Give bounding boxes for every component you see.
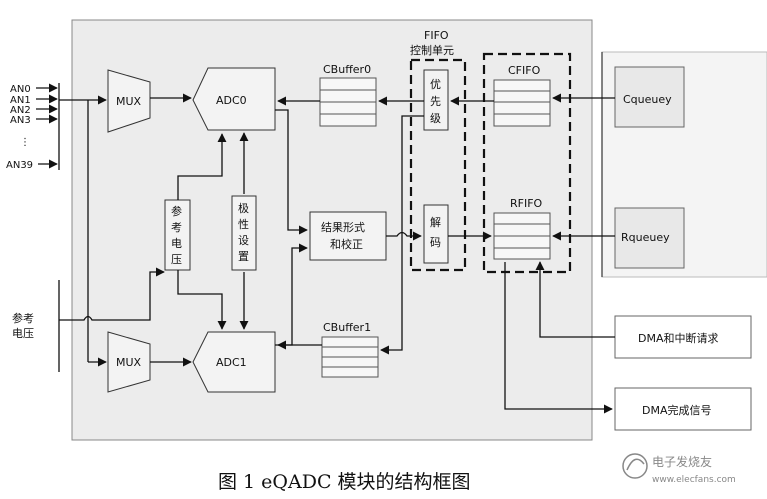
watermark-logo: 电子发烧友 www.elecfans.com — [622, 453, 736, 485]
ref-voltage-char-0: 参 — [171, 204, 182, 218]
label-ref-voltage-1: 参考 — [12, 311, 34, 325]
rqueue-block — [614, 207, 685, 269]
rqueue-label: Rqueuey — [621, 231, 670, 244]
label-an39: AN39 — [6, 160, 33, 171]
label-an1: AN1 — [10, 95, 31, 106]
cbuffer0-label: CBuffer0 — [323, 63, 371, 76]
mux-bottom-label: MUX — [116, 356, 142, 369]
cqueue-block — [614, 66, 685, 128]
ref-voltage-char-3: 压 — [171, 253, 182, 266]
polarity-char-0: 极 — [238, 201, 249, 215]
adc0-block — [192, 67, 276, 131]
ref-voltage-char-2: 电 — [171, 237, 182, 250]
ref-voltage-char-1: 考 — [171, 221, 182, 234]
fifo-ctrl-title-2: 控制单元 — [410, 43, 454, 57]
fifo-ctrl-dashed — [409, 58, 467, 272]
rfifo-label: RFIFO — [510, 197, 543, 210]
adc1-label: ADC1 — [216, 356, 247, 369]
result-format-label-2: 和校正 — [330, 237, 363, 251]
adc1-block — [192, 331, 276, 393]
polarity-char-1: 性 — [238, 217, 249, 231]
mux-top-block — [107, 69, 151, 133]
dma-int-label: DMA和中断请求 — [638, 331, 719, 345]
cfifo-block — [493, 79, 551, 127]
result-format-block — [309, 211, 387, 261]
priority-char-0: 优 — [430, 78, 441, 91]
label-an2: AN2 — [10, 105, 31, 116]
cfifo-label: CFIFO — [508, 64, 541, 77]
polarity-char-2: 设 — [238, 234, 249, 247]
dma-done-label: DMA完成信号 — [642, 403, 712, 417]
adc0-label: ADC0 — [216, 94, 247, 107]
decode-char-0: 解 — [430, 215, 441, 229]
priority-char-2: 级 — [430, 112, 441, 125]
polarity-char-3: 置 — [238, 250, 249, 263]
decode-block — [423, 204, 449, 264]
fifo-ctrl-title-1: FIFO — [424, 29, 449, 42]
cqueue-label: Cqueuey — [623, 93, 672, 106]
label-an0: AN0 — [10, 84, 31, 95]
priority-block — [423, 69, 449, 131]
cbuffer1-label: CBuffer1 — [323, 321, 371, 334]
dma-int-block — [614, 315, 752, 359]
mux-top-label: MUX — [116, 95, 142, 108]
watermark-text: 电子发烧友 — [652, 454, 712, 469]
dma-done-block — [614, 387, 752, 431]
priority-char-1: 先 — [430, 95, 441, 108]
watermark-url: www.elecfans.com — [652, 475, 736, 485]
polarity-block — [231, 195, 257, 271]
label-dots: ⋮ — [20, 137, 30, 148]
label-an3: AN3 — [10, 115, 31, 126]
label-ref-voltage-2: 电压 — [12, 327, 34, 340]
figure-caption: 图 1 eQADC 模块的结构框图 — [218, 471, 471, 493]
result-format-label-1: 结果形式 — [321, 221, 365, 234]
mux-bottom-block — [107, 331, 151, 393]
fifo-group-dashed — [482, 52, 572, 274]
decode-char-1: 码 — [430, 236, 441, 249]
